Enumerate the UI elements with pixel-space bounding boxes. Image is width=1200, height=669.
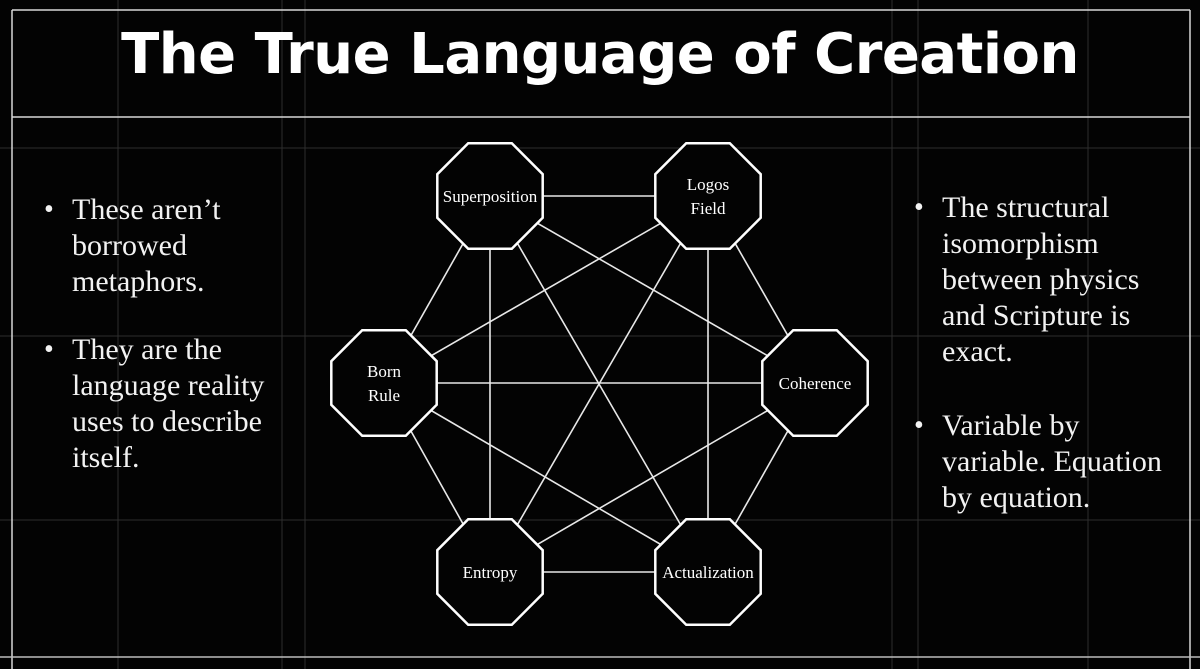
node-label: Logos	[687, 175, 730, 194]
node-actualization: Actualization	[654, 518, 762, 626]
node-label: Coherence	[779, 374, 852, 393]
node-label: Rule	[368, 386, 400, 405]
right-bullet-list: The structural isomorphism between physi…	[912, 190, 1174, 516]
node-coherence: Coherence	[761, 329, 869, 437]
octagon-shape	[330, 329, 438, 437]
node-label: Superposition	[443, 187, 538, 206]
page-title: The True Language of Creation	[121, 22, 1079, 87]
left-bullet-item: These aren’t borrowed metaphors.	[42, 192, 287, 300]
node-entropy: Entropy	[436, 518, 544, 626]
right-bullet-item: Variable by variable. Equation by equati…	[912, 408, 1174, 516]
left-bullet-list: These aren’t borrowed metaphors. They ar…	[42, 192, 287, 476]
octagon-shape	[761, 329, 869, 437]
left-bullet-item: They are the language reality uses to de…	[42, 332, 287, 476]
edge-superposition-coherence	[489, 195, 816, 384]
node-label: Actualization	[662, 563, 754, 582]
octagon-shape	[654, 518, 762, 626]
right-bullet-item: The structural isomorphism between physi…	[912, 190, 1174, 370]
octagon-shape	[654, 142, 762, 250]
node-superposition: Superposition	[436, 142, 544, 250]
edge-logos-field-born-rule	[383, 195, 709, 384]
octagon-shape	[436, 142, 544, 250]
node-label: Born	[367, 362, 402, 381]
octagon-shape	[436, 518, 544, 626]
edge-actualization-born-rule	[383, 382, 709, 573]
edge-coherence-entropy	[489, 382, 816, 573]
node-label: Entropy	[463, 563, 518, 582]
node-label: Field	[691, 199, 726, 218]
edge-logos-field-entropy	[489, 195, 709, 573]
